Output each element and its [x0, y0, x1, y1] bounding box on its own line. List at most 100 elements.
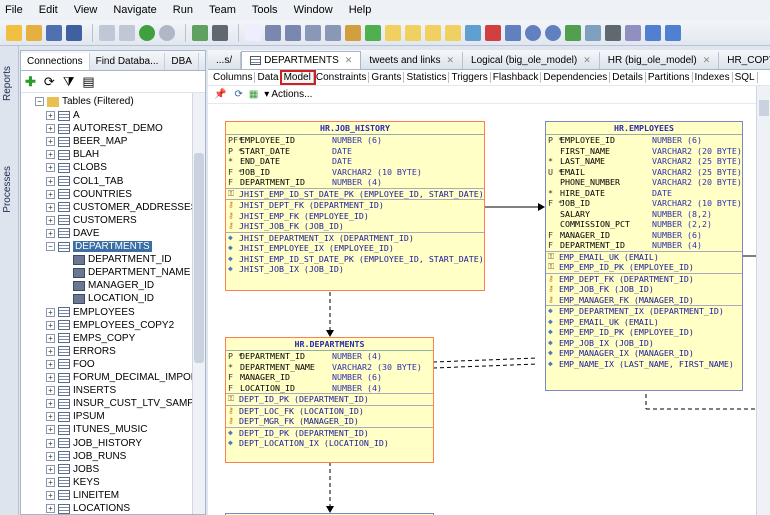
expand-icon[interactable]: +	[46, 399, 55, 409]
dropdown-icon[interactable]: ▾	[264, 89, 270, 100]
close-icon[interactable]: ✕	[446, 55, 455, 65]
expand-icon[interactable]: +	[46, 373, 55, 382]
merge-icon[interactable]	[325, 24, 341, 41]
pin-icon[interactable]: 📌	[214, 89, 227, 100]
entity-partial[interactable]	[225, 513, 434, 515]
menu-navigate[interactable]: Navigate	[113, 4, 157, 16]
filter-icon[interactable]: ⧩	[62, 73, 75, 89]
menu-team[interactable]: Team	[208, 4, 236, 16]
note3-icon[interactable]	[425, 24, 441, 41]
collapse-icon[interactable]: −	[46, 242, 55, 251]
tree-table[interactable]: +CUSTOMER_ADDRESSES	[46, 201, 193, 214]
tree-column[interactable]: LOCATION_ID	[73, 292, 154, 305]
expand-icon[interactable]: +	[46, 386, 55, 396]
expand-icon[interactable]: +	[46, 189, 55, 199]
close-icon[interactable]: ✕	[702, 55, 711, 65]
expand-icon[interactable]: +	[46, 228, 55, 238]
tree-table[interactable]: +LINEITEM	[46, 489, 119, 502]
picture-icon[interactable]	[465, 24, 481, 41]
fk-icon[interactable]	[345, 24, 361, 41]
subtab-sql[interactable]: SQL	[733, 72, 758, 83]
tree-table[interactable]: +JOBS	[46, 463, 99, 476]
subtab-partitions[interactable]: Partitions	[646, 72, 693, 83]
tree-table[interactable]: +DAVE	[46, 227, 100, 240]
new-table-icon[interactable]	[265, 24, 281, 41]
tab-tweets[interactable]: tweets and links✕	[361, 52, 464, 69]
expand-icon[interactable]: +	[46, 359, 55, 369]
tree-table[interactable]: +COUNTRIES	[46, 188, 132, 201]
folder-icon[interactable]	[445, 24, 461, 41]
canvas-scrollbar[interactable]	[756, 86, 770, 515]
menu-file[interactable]: File	[5, 4, 23, 16]
expand-icon[interactable]: +	[46, 176, 55, 186]
tree-table[interactable]: +COL1_TAB	[46, 175, 123, 188]
scroll-thumb[interactable]	[759, 100, 769, 116]
expand-icon[interactable]: +	[46, 124, 55, 134]
refresh-icon[interactable]: ⟳	[234, 89, 243, 100]
save-icon[interactable]	[46, 24, 62, 41]
redo-icon[interactable]	[119, 24, 135, 41]
menu-window[interactable]: Window	[293, 4, 333, 16]
tree-table[interactable]: +AUTOREST_DEMO	[46, 122, 163, 135]
schema-browser-icon[interactable]: ▤	[82, 73, 95, 89]
processes-tab[interactable]: Processes	[2, 166, 13, 213]
expand-icon[interactable]: +	[46, 490, 55, 500]
tree-table[interactable]: +EMPLOYEES	[46, 306, 135, 319]
expand-icon[interactable]: +	[46, 137, 55, 147]
refresh-icon[interactable]: ⟳	[43, 73, 55, 89]
expand-icon[interactable]: +	[46, 477, 55, 487]
tab-dba[interactable]: DBA	[165, 53, 199, 70]
actions-menu[interactable]: Actions...	[271, 89, 313, 100]
nav-back-icon[interactable]	[645, 24, 661, 41]
expand-icon[interactable]: +	[46, 425, 55, 435]
tree-table[interactable]: +BLAH	[46, 148, 99, 161]
arrow-icon[interactable]	[365, 24, 381, 41]
tree-table[interactable]: +CLOBS	[46, 161, 107, 174]
zoom-out-icon[interactable]	[545, 24, 561, 41]
expand-icon[interactable]: +	[46, 111, 55, 120]
close-icon[interactable]: ✕	[583, 55, 591, 65]
split-icon[interactable]	[305, 24, 321, 41]
binoculars-icon[interactable]	[212, 24, 228, 41]
collapse-icon[interactable]	[505, 24, 521, 41]
tree-table[interactable]: +INSERTS	[46, 384, 116, 397]
back-icon[interactable]	[139, 24, 155, 41]
new-view-icon[interactable]	[285, 24, 301, 41]
tree-table[interactable]: +IPSUM	[46, 410, 105, 423]
tree-table[interactable]: +EMPS_COPY	[46, 332, 135, 345]
tree-tables-folder[interactable]: −Tables (Filtered)	[35, 95, 134, 108]
connection-icon[interactable]	[192, 24, 208, 41]
tree-table[interactable]: +JOB_RUNS	[46, 450, 126, 463]
expand-icon[interactable]: +	[46, 346, 55, 356]
expand-icon[interactable]: +	[46, 215, 55, 225]
subtab-triggers[interactable]: Triggers	[449, 72, 491, 83]
tree-table[interactable]: +BEER_MAP	[46, 135, 127, 148]
menu-edit[interactable]: Edit	[38, 4, 58, 16]
subtab-model[interactable]: Model	[279, 70, 316, 85]
tab-find-database[interactable]: Find Databa...	[90, 53, 166, 70]
tree-column[interactable]: DEPARTMENT_NAME	[73, 266, 190, 279]
save-all-icon[interactable]	[66, 24, 82, 41]
expand-icon[interactable]: +	[46, 163, 55, 173]
new-icon[interactable]	[6, 24, 22, 41]
tree-table[interactable]: +JOB_HISTORY	[46, 437, 142, 450]
tab-overflow[interactable]: ...s/	[208, 52, 242, 69]
properties-icon[interactable]	[625, 24, 641, 41]
expand-icon[interactable]: +	[46, 307, 55, 317]
note-icon[interactable]	[385, 24, 401, 41]
subtab-data[interactable]: Data	[255, 72, 282, 83]
tab-connections[interactable]: Connections	[21, 53, 90, 70]
reports-tab[interactable]: Reports	[2, 66, 13, 102]
tree-table[interactable]: +EMPLOYEES_COPY2	[46, 319, 174, 332]
collapse-icon[interactable]: −	[35, 97, 44, 106]
pointer-icon[interactable]	[245, 24, 261, 41]
tree-table[interactable]: +ITUNES_MUSIC	[46, 423, 147, 436]
subtab-flashback[interactable]: Flashback	[491, 72, 542, 83]
tab-hr-model[interactable]: HR (big_ole_model)✕	[600, 52, 720, 69]
find-icon[interactable]	[605, 24, 621, 41]
tree-table[interactable]: +CUSTOMERS	[46, 214, 137, 227]
